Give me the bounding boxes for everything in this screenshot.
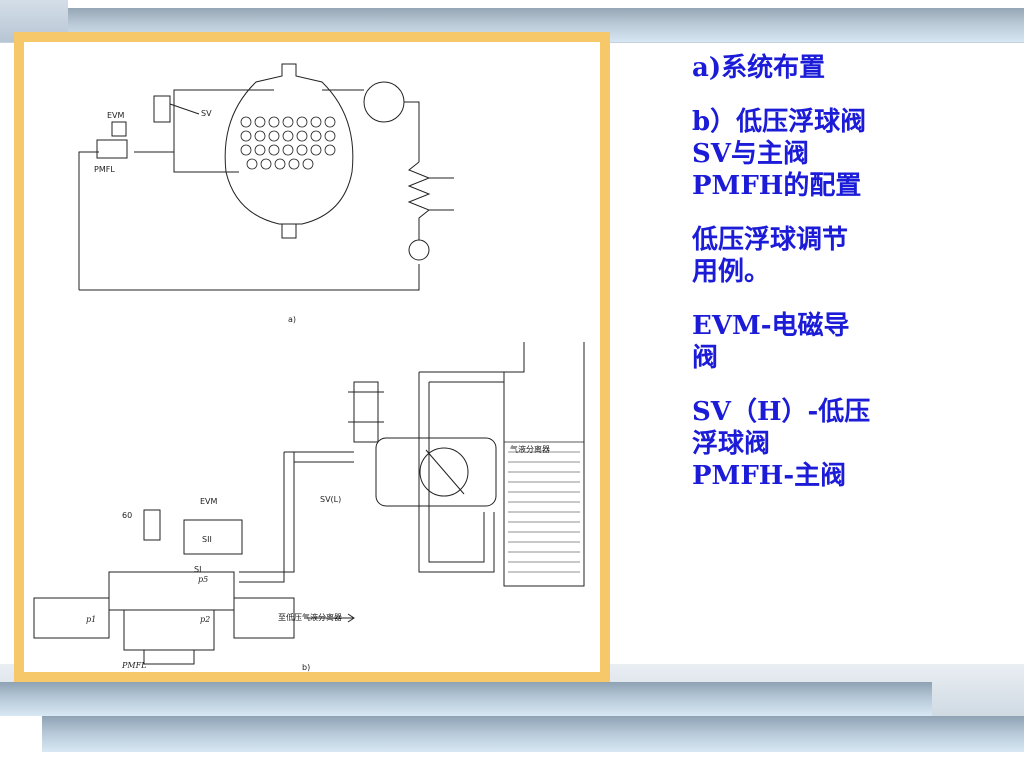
label-outlet: 至低压气液分离器 [278,612,342,622]
caption-line: b）低压浮球阀 [692,107,867,137]
return-pipe [78,151,99,290]
caption-line: a)系统布置 [692,53,826,83]
svl-flanges [348,391,384,423]
inlet-pipe [33,597,110,639]
footer-band-upper [0,682,932,716]
outlet-pipe [233,597,295,639]
caption-line: 阀 [692,343,719,373]
separator-vessel [224,63,354,225]
caption-line: 低压浮球调节 [692,225,849,255]
diagram-b [33,342,585,665]
pilot-line-top [284,451,354,463]
refrigeration-diagram: EVM SV PMFL a) [33,63,585,672]
label-pmfl-a: PMFL [94,165,115,174]
caption-line: SV与主阀 [692,139,809,169]
compressor [363,81,405,123]
sv-connection [173,122,239,173]
caption-system-layout: a)系统布置 [692,52,952,84]
label-p5: p5 [198,575,208,584]
caption-valve-config: b）低压浮球阀 SV与主阀 PMFH的配置 [692,106,952,202]
caption-line: EVM-电磁导 [692,311,850,341]
label-60: 60 [122,511,132,520]
label-evm-b: EVM [200,497,218,506]
equalizer-pipe [419,371,504,383]
vessel-drain [281,224,297,239]
figure-canvas: EVM SV PMFL a) [24,42,600,672]
liquid-hatching [508,451,580,573]
caption-sv-pmfh: SV（H）-低压 浮球阀 PMFH-主阀 [692,396,952,492]
inner-pipe [428,382,485,563]
pilot-60 [143,509,161,541]
sv-valve-a [153,95,171,123]
discharge-line [404,101,420,162]
caption-line: 用例。 [692,257,771,287]
label-svl: SV(L) [320,495,341,504]
caption-panel: a)系统布置 b）低压浮球阀 SV与主阀 PMFH的配置 低压浮球调节 用例。 … [692,52,952,514]
caption-example: 低压浮球调节 用例。 [692,224,952,288]
sv-leader [169,103,200,115]
float-ball [419,447,469,497]
float-lever [425,449,465,495]
label-si: SI [194,565,201,574]
condenser-arrows [429,177,454,211]
caption-line: PMFH的配置 [692,171,862,201]
label-p1: p1 [86,615,96,624]
pmfl-body [108,571,235,611]
pmfl-valve [96,139,128,159]
figure-frame: EVM SV PMFL a) [14,32,610,682]
label-separator: 气液分离器 [510,444,550,454]
svl-valve [353,381,379,443]
caption-line: 浮球阀 [692,429,771,459]
figure-label-a: a) [288,315,296,324]
evm-valve-a [111,121,127,137]
float-chamber [375,437,497,507]
receiver [408,239,430,261]
pmfl-foot [143,650,195,665]
diagram-a [78,63,454,291]
caption-line: SV（H）-低压 [692,397,871,427]
pmfl-base [123,610,215,651]
condenser-coil [407,161,431,240]
label-pmfl-b: PMFL [121,661,146,670]
caption-evm: EVM-电磁导 阀 [692,310,952,374]
separator-wall [503,342,585,587]
figure-label-b: b) [302,663,310,672]
top-pipe [134,89,274,153]
bottom-pipe [79,264,420,291]
outlet-arrowhead [347,613,355,623]
caption-line: PMFH-主阀 [692,461,847,491]
label-sii: SII [202,535,212,544]
label-sv-a: SV [201,109,212,118]
label-evm-a: EVM [107,111,125,120]
label-p2: p2 [200,615,210,624]
outer-pipe [418,372,495,573]
evm-coil [183,519,243,555]
footer-band-lower [42,716,1024,752]
pilot-line [239,452,295,583]
tube-bundle [240,116,336,170]
